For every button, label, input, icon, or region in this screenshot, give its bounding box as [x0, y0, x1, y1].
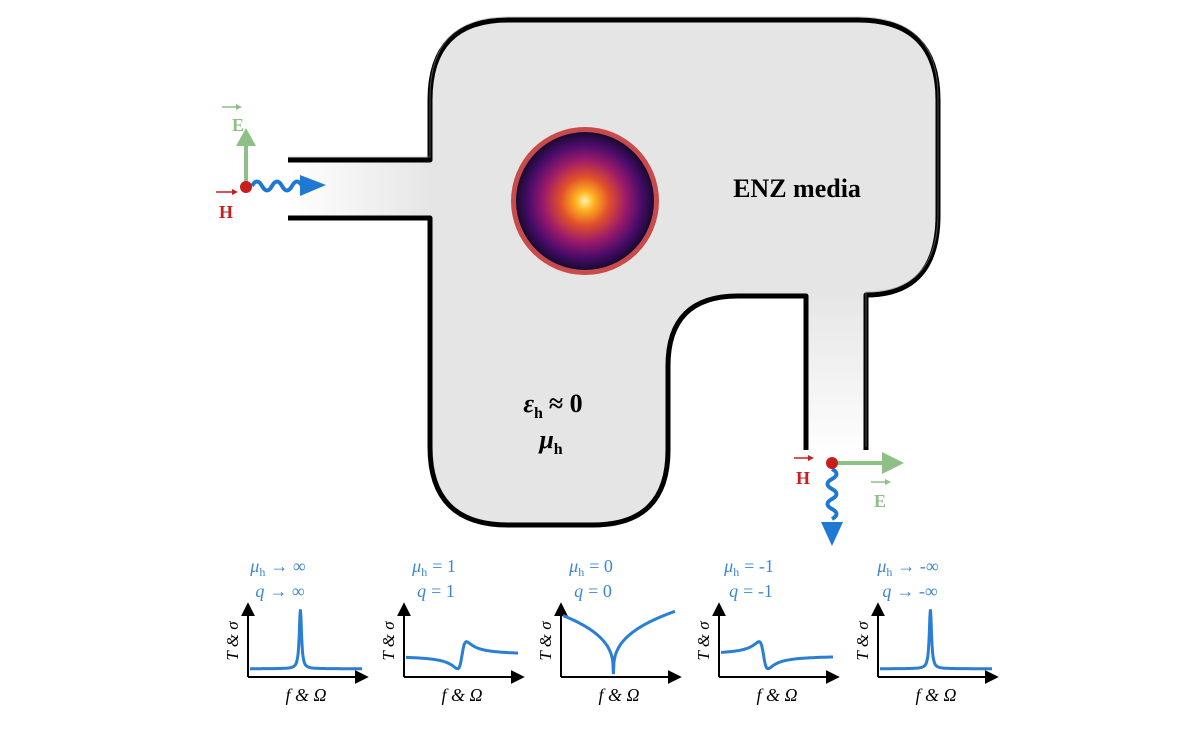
spectrum-panel: μh→ ∞q→ ∞ T & σ f & Ω	[223, 556, 369, 705]
spectrum-panel: μh= 0q= 0 T & σ f & Ω	[536, 556, 682, 705]
panel-spectrum-curve	[562, 609, 676, 675]
output-wave	[825, 467, 839, 521]
input-H-label: H	[219, 202, 233, 222]
panel-mu-condition: μh= 1	[411, 556, 456, 579]
hotspot-particle	[516, 132, 654, 270]
panel-mu-condition: μh= 0	[568, 556, 613, 579]
panel-x-label: f & Ω	[441, 685, 482, 705]
panel-mu-condition: μh= -1	[723, 556, 774, 579]
spectrum-panel: μh= 1q= 1 T & σ f & Ω	[379, 556, 525, 705]
input-wave	[250, 179, 304, 193]
spectrum-panels: μh→ ∞q→ ∞T & σf & Ωμh= 1q= 1T & σf & Ωμh…	[223, 556, 999, 705]
panel-x-label: f & Ω	[756, 685, 797, 705]
panel-q-condition: q= -1	[729, 581, 773, 601]
input-E-label: E	[232, 115, 244, 135]
panel-x-label: f & Ω	[915, 685, 956, 705]
panel-q-condition: q= 1	[417, 581, 455, 601]
enz-media-label: ENZ media	[733, 174, 861, 203]
output-wave-arrowhead	[821, 522, 843, 546]
outline-lower	[288, 215, 809, 528]
input-excitation: E H	[216, 104, 326, 222]
output-H-dot	[826, 457, 838, 469]
panel-spectrum-curve	[880, 609, 992, 671]
panel-x-label: f & Ω	[598, 685, 639, 705]
output-waveguide	[806, 290, 864, 460]
panel-mu-condition: μh→ -∞	[876, 556, 939, 579]
output-E-label: E	[874, 491, 886, 511]
output-H-label: H	[796, 468, 810, 488]
output-excitation: E H	[794, 452, 904, 546]
panel-y-label: T & σ	[536, 621, 555, 661]
mu-label: μh	[537, 425, 562, 458]
panel-q-condition: q→ ∞	[255, 581, 305, 601]
panel-q-condition: q→ -∞	[882, 581, 937, 601]
input-wave-arrowhead	[300, 175, 326, 196]
panel-y-label: T & σ	[694, 621, 713, 661]
panel-q-condition: q= 0	[574, 581, 612, 601]
panel-spectrum-curve	[250, 609, 362, 671]
panel-y-label: T & σ	[853, 621, 872, 661]
panel-y-label: T & σ	[379, 621, 398, 661]
panel-mu-condition: μh→ ∞	[249, 556, 306, 579]
panel-spectrum-curve	[406, 640, 518, 671]
panel-y-label: T & σ	[223, 621, 242, 661]
spectrum-panel: μh→ -∞q→ -∞ T & σ f & Ω	[853, 556, 999, 705]
outline-upper	[288, 17, 941, 450]
spectrum-panel: μh= -1q= -1 T & σ f & Ω	[694, 556, 840, 705]
epsilon-label: εh≈ 0	[523, 389, 582, 422]
panel-spectrum-curve	[721, 640, 833, 671]
input-H-dot	[240, 181, 252, 193]
panel-x-label: f & Ω	[285, 685, 326, 705]
